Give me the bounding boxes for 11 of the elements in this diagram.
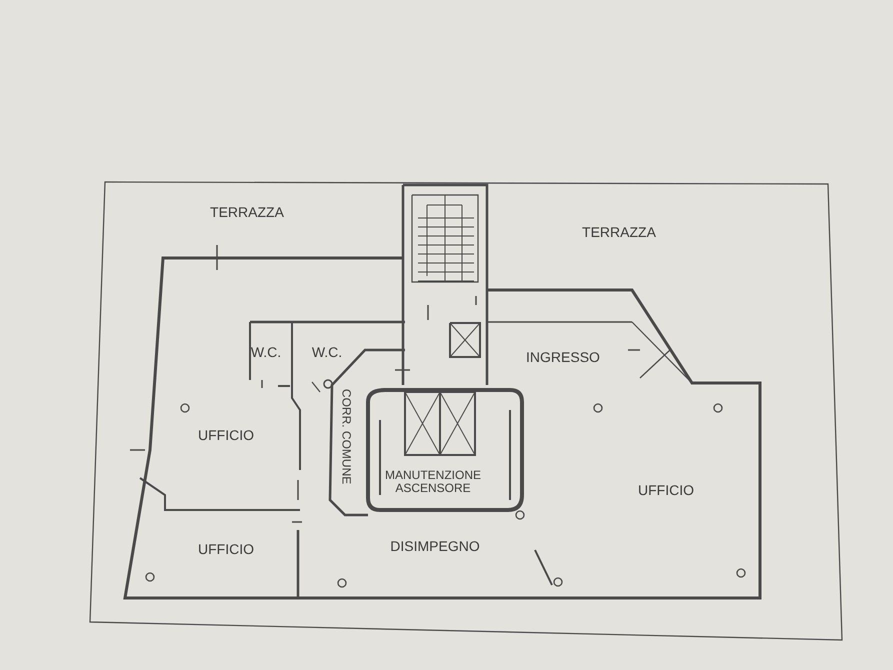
- room-label: MANUTENZIONE ASCENSORE: [384, 468, 482, 496]
- room-label: UFFICIO: [638, 483, 694, 499]
- room-label: DISIMPEGNO: [390, 539, 480, 555]
- room-label: CORR. COMUNE: [339, 389, 353, 485]
- room-label: UFFICIO: [198, 428, 254, 444]
- room-label: W.C.: [312, 345, 342, 361]
- room-label: TERRAZZA: [210, 205, 284, 221]
- room-label: UFFICIO: [198, 542, 254, 558]
- room-label: INGRESSO: [526, 350, 600, 366]
- room-label: W.C.: [250, 345, 282, 361]
- room-label: TERRAZZA: [582, 225, 656, 241]
